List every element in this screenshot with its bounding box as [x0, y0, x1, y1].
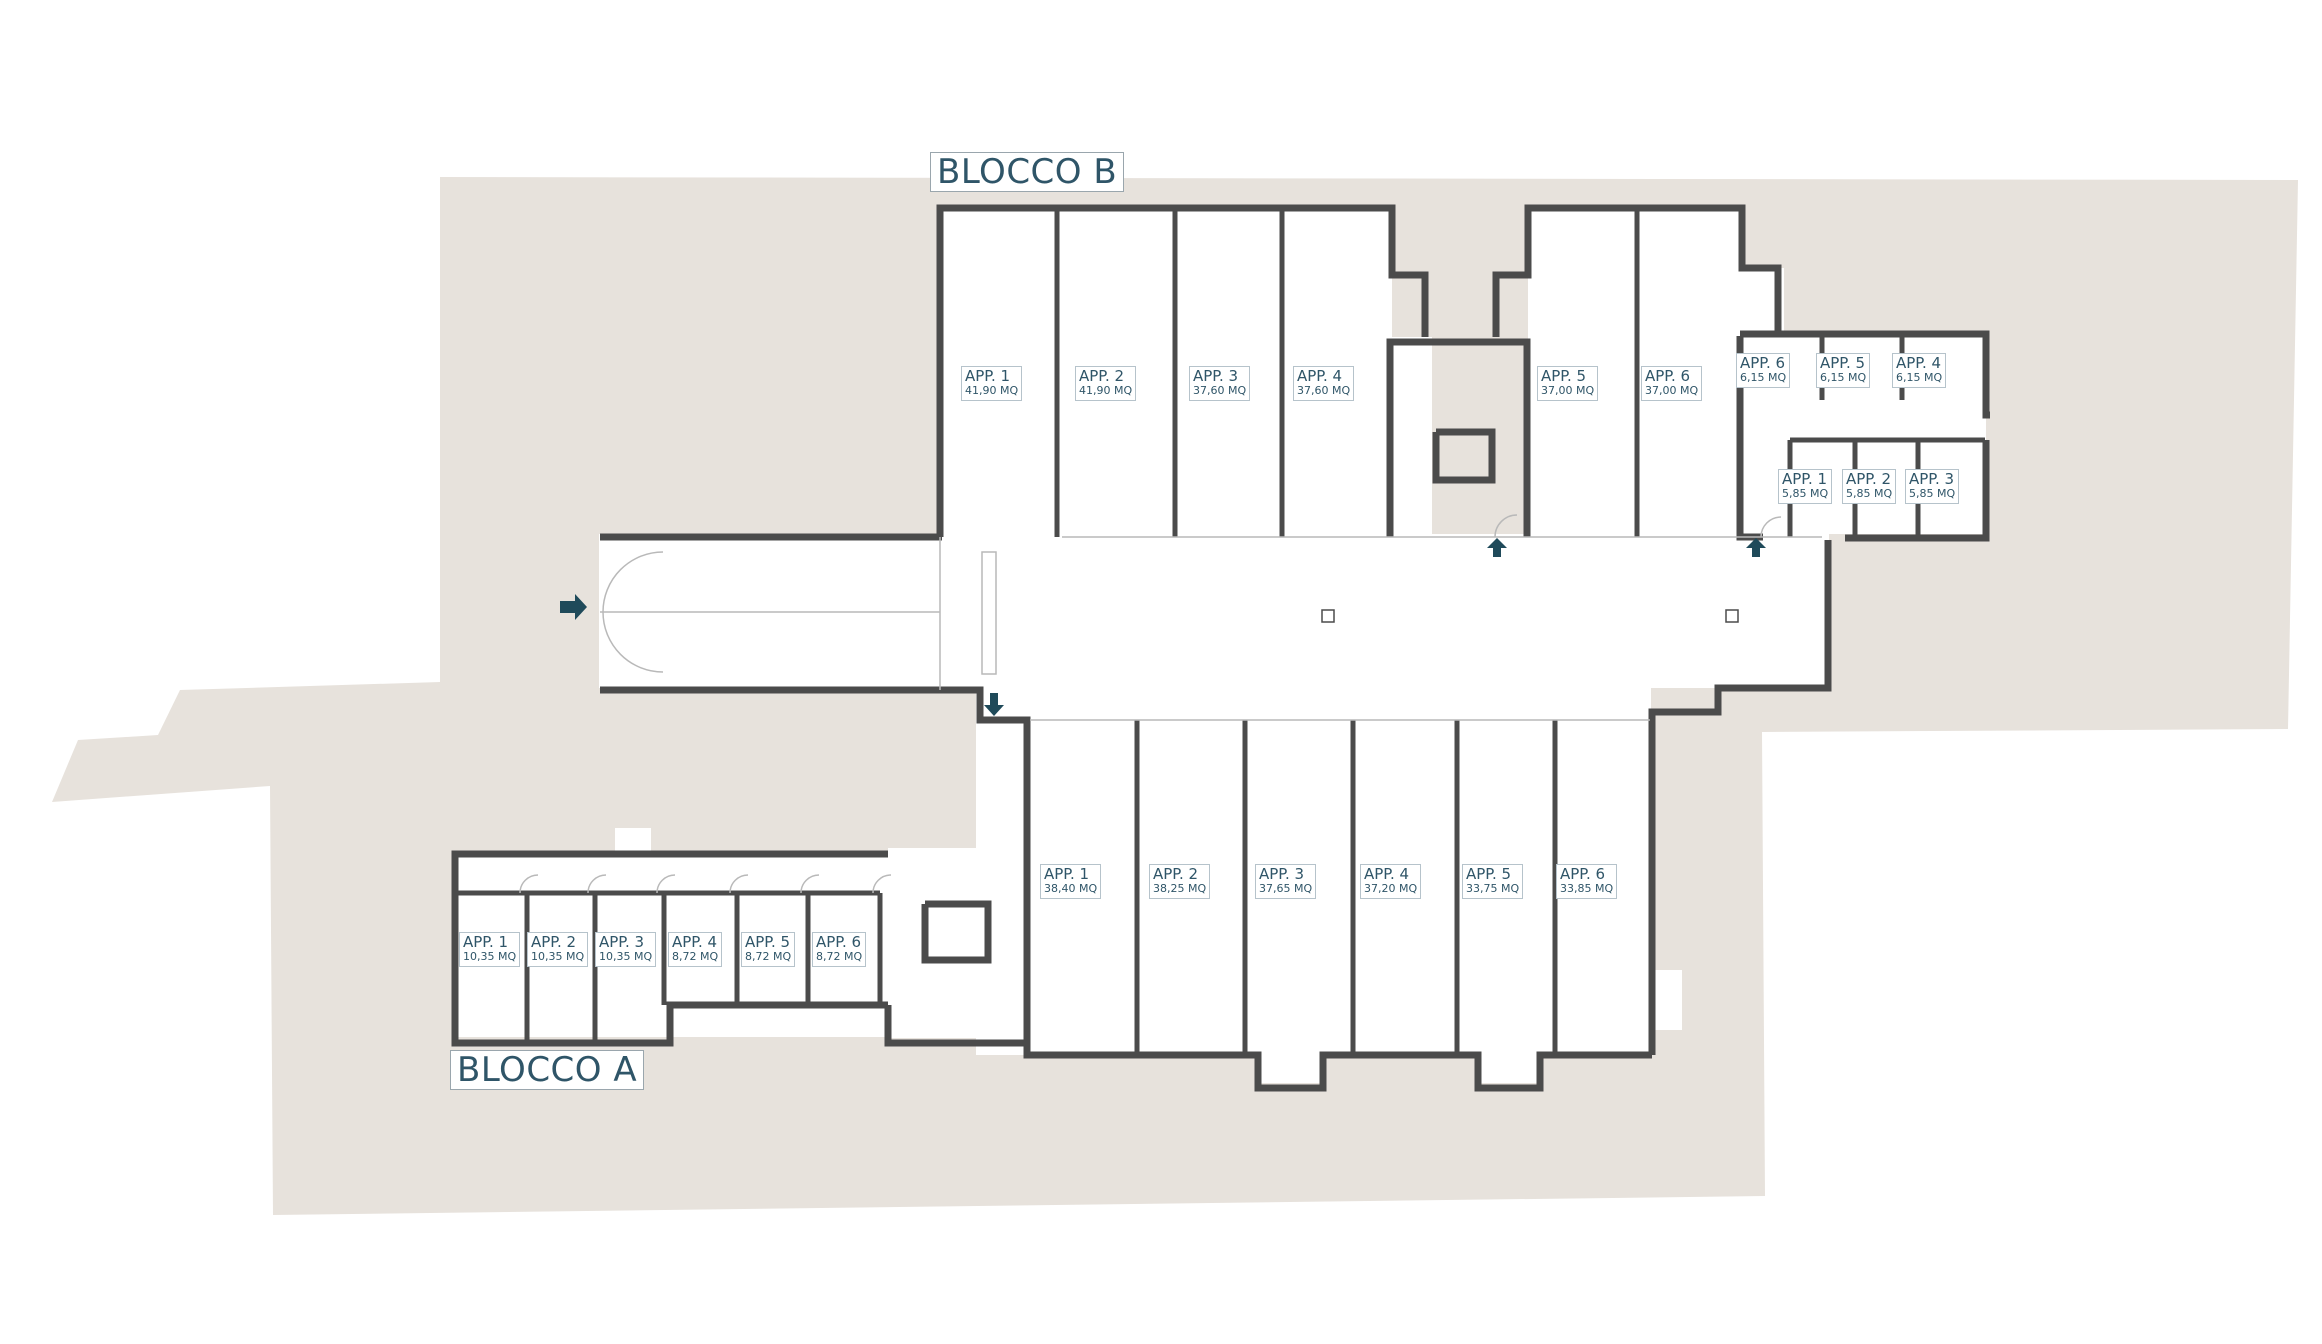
room-name: APP. 2	[1153, 865, 1199, 883]
room-name: APP. 5	[1541, 367, 1587, 385]
room-area: 5,85 MQ	[1782, 487, 1829, 501]
arrow-right-icon	[560, 594, 587, 620]
entrance-arrows	[560, 538, 1766, 716]
room-area: 37,00 MQ	[1541, 384, 1595, 398]
room-area: 33,85 MQ	[1560, 882, 1614, 896]
room-name: APP. 6	[1560, 865, 1606, 883]
column-1	[1321, 609, 1335, 623]
room-area: 41,90 MQ	[965, 384, 1019, 398]
room-area: 38,25 MQ	[1153, 882, 1207, 896]
room-area: 38,40 MQ	[1044, 882, 1098, 896]
room-name: APP. 4	[1297, 367, 1343, 385]
arrow-down-icon	[984, 693, 1004, 716]
room-area: 37,60 MQ	[1297, 384, 1351, 398]
room-name: APP. 2	[531, 933, 577, 951]
column-2	[1725, 609, 1739, 623]
room-name: APP. 4	[672, 933, 718, 951]
room-name: APP. 4	[1364, 865, 1410, 883]
room-area: 37,00 MQ	[1645, 384, 1699, 398]
room-name: APP. 2	[1846, 470, 1892, 488]
room-name: APP. 3	[599, 933, 645, 951]
room-name: APP. 1	[1782, 470, 1828, 488]
room-area: 5,85 MQ	[1909, 487, 1956, 501]
room-area: 6,15 MQ	[1820, 371, 1867, 385]
room-area: 10,35 MQ	[531, 950, 585, 964]
room-area: 10,35 MQ	[463, 950, 517, 964]
room-name: APP. 1	[1044, 865, 1090, 883]
walls	[451, 204, 1990, 1092]
room-area: 33,75 MQ	[1466, 882, 1520, 896]
room-area: 8,72 MQ	[745, 950, 792, 964]
block-a-title: BLOCCO A	[450, 1050, 645, 1090]
room-area: 37,60 MQ	[1193, 384, 1247, 398]
room-name: APP. 6	[1740, 354, 1786, 372]
room-area: 41,90 MQ	[1079, 384, 1133, 398]
room-area: 37,20 MQ	[1364, 882, 1418, 896]
block-b-title: BLOCCO B	[930, 152, 1125, 192]
room-name: APP. 5	[1466, 865, 1512, 883]
room-area: 5,85 MQ	[1846, 487, 1893, 501]
fixtures	[519, 514, 1822, 894]
room-name: APP. 2	[1079, 367, 1125, 385]
room-name: APP. 3	[1909, 470, 1955, 488]
arrow-up-icon	[1746, 538, 1766, 557]
room-name: APP. 3	[1193, 367, 1239, 385]
room-area: 8,72 MQ	[672, 950, 719, 964]
arrow-up-icon	[1487, 538, 1507, 557]
room-area: 6,15 MQ	[1740, 371, 1787, 385]
room-name: APP. 1	[463, 933, 509, 951]
partitions	[458, 208, 1985, 1055]
room-area: 37,65 MQ	[1259, 882, 1313, 896]
room-name: APP. 5	[745, 933, 791, 951]
room-name: APP. 6	[816, 933, 862, 951]
room-area: 10,35 MQ	[599, 950, 653, 964]
room-name: APP. 1	[965, 367, 1011, 385]
room-area: 6,15 MQ	[1896, 371, 1943, 385]
room-area: 8,72 MQ	[816, 950, 863, 964]
room-name: APP. 4	[1896, 354, 1942, 372]
room-name: APP. 3	[1259, 865, 1305, 883]
room-name: APP. 6	[1645, 367, 1691, 385]
room-name: APP. 5	[1820, 354, 1866, 372]
